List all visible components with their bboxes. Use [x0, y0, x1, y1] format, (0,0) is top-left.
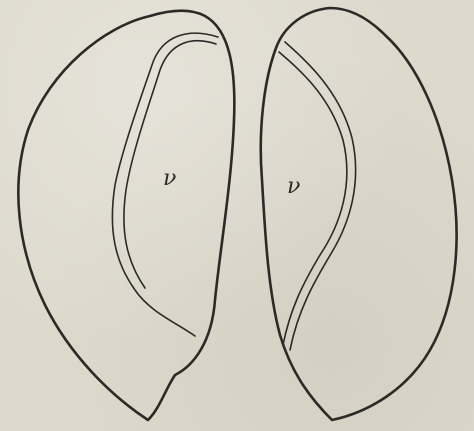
right-valve-outline — [261, 8, 457, 420]
left-valve-outline — [18, 11, 234, 420]
right-valve-label: ν — [287, 176, 300, 198]
left-valve — [18, 11, 234, 420]
left-valve-inner-ridge-inner — [124, 41, 216, 288]
right-valve — [261, 8, 457, 420]
left-valve-label: ν — [163, 168, 176, 190]
